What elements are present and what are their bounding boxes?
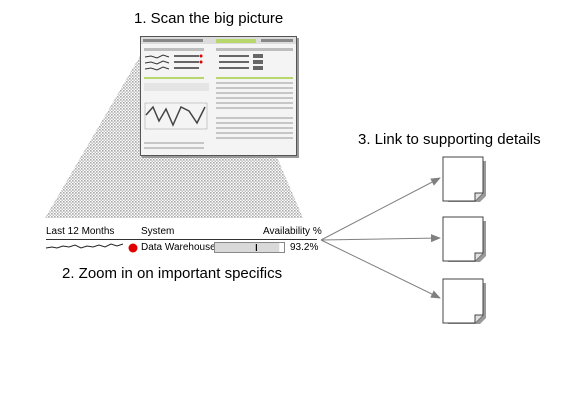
column-header-last-12-months: Last 12 Months <box>46 226 115 237</box>
system-name: Data Warehouse <box>141 242 216 253</box>
document-icon <box>442 278 486 324</box>
step-2-caption: 2. Zoom in on important specifics <box>62 265 283 282</box>
step-3-caption: 3. Link to supporting details <box>358 131 541 148</box>
availability-bar <box>214 242 285 253</box>
dashboard-miniature <box>141 37 296 149</box>
link-arrows <box>320 177 441 299</box>
dashboard-thumbnail <box>140 36 297 156</box>
sparkline <box>45 243 124 249</box>
red-circle-icon <box>128 243 138 253</box>
step-1-caption: 1. Scan the big picture <box>134 10 284 27</box>
column-header-availability: Availability % <box>263 226 322 237</box>
header-divider <box>46 239 317 240</box>
document-icon <box>442 216 486 262</box>
availability-value: 93.2% <box>290 242 319 253</box>
column-header-system: System <box>141 226 175 237</box>
document-icon <box>442 156 486 202</box>
